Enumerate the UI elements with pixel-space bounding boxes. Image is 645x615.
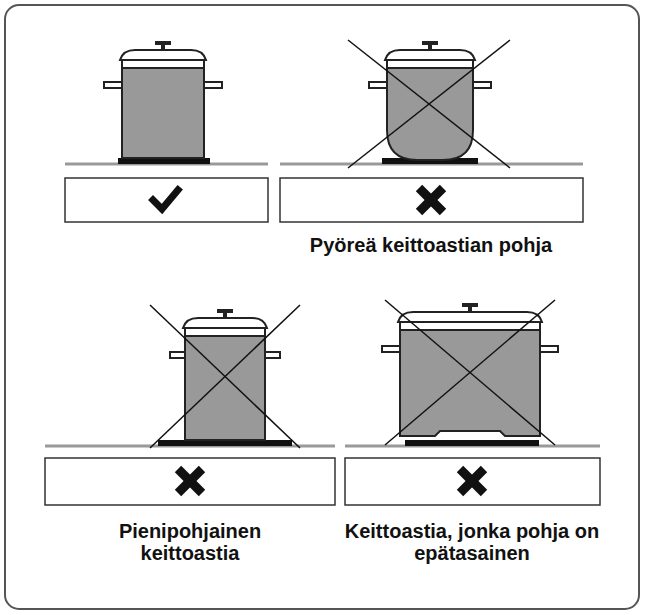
symbol-box [345,458,600,505]
small-bottom-pot [45,305,335,448]
cross-mark [460,469,484,493]
caption-label: Pienipohjainen keittoastia [90,520,290,564]
uneven-bottom-pot [345,300,600,446]
round-bottom-pot [280,40,583,168]
cross-mark [178,469,202,493]
symbol-box [65,178,268,222]
correct-pot [65,41,268,164]
caption-label: Keittoastia, jonka pohja on epätasainen [322,520,622,564]
check-mark [153,190,178,209]
symbol-box [45,458,335,505]
symbol-box [280,178,583,222]
outer-frame [5,5,639,609]
caption-label: Pyöreä keittoastian pohja [306,234,556,256]
cross-mark [419,188,443,212]
